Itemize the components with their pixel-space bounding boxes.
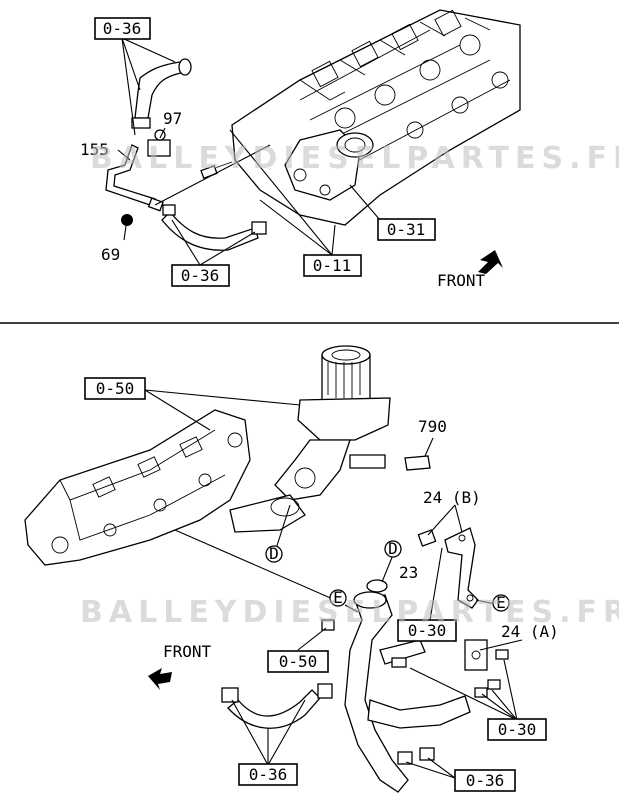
label-ref-011: 0-11 bbox=[303, 254, 362, 277]
svg-text:FRONT: FRONT bbox=[163, 642, 212, 661]
plug-790 bbox=[404, 455, 431, 471]
circle-d-2: D bbox=[384, 539, 402, 558]
circle-d-1: D bbox=[265, 544, 283, 563]
label-part-24a: 24 (A) bbox=[501, 622, 559, 641]
svg-text:0-50: 0-50 bbox=[279, 652, 318, 671]
label-ref-036-a: 0-36 bbox=[94, 17, 151, 40]
lower-water-pipe bbox=[344, 591, 488, 793]
bolt-97 bbox=[147, 129, 171, 157]
label-ref-031: 0-31 bbox=[377, 218, 436, 241]
bolts-bottom bbox=[321, 619, 509, 698]
egr-cooler bbox=[24, 409, 251, 566]
circle-e-1: E bbox=[329, 588, 347, 607]
o-ring-23 bbox=[366, 579, 388, 593]
watermark-bottom: BALLEYDIESELPARTES.FR bbox=[80, 595, 619, 630]
svg-text:E: E bbox=[496, 593, 506, 612]
svg-text:0-36: 0-36 bbox=[103, 19, 142, 38]
label-part-24b: 24 (B) bbox=[423, 488, 481, 507]
svg-text:0-36: 0-36 bbox=[466, 771, 505, 790]
label-part-790: 790 bbox=[418, 417, 447, 436]
svg-text:FRONT: FRONT bbox=[437, 271, 486, 290]
arrow-icon bbox=[478, 250, 503, 274]
label-ref-036-b: 0-36 bbox=[171, 264, 230, 287]
svg-text:0-50: 0-50 bbox=[96, 379, 135, 398]
label-ref-036-c: 0-36 bbox=[238, 763, 298, 786]
label-part-155: 155 bbox=[80, 140, 109, 159]
bracket-24b bbox=[417, 527, 479, 609]
svg-text:0-30: 0-30 bbox=[408, 621, 447, 640]
svg-text:0-36: 0-36 bbox=[181, 266, 220, 285]
svg-text:D: D bbox=[388, 539, 398, 558]
upper-hose bbox=[131, 58, 192, 129]
lower-hose bbox=[161, 204, 267, 251]
clamp-69 bbox=[121, 214, 133, 226]
water-outlet bbox=[284, 129, 374, 201]
label-ref-030-a: 0-30 bbox=[397, 619, 457, 642]
clamps-bottom bbox=[397, 747, 435, 765]
svg-text:E: E bbox=[333, 588, 343, 607]
svg-text:D: D bbox=[269, 544, 279, 563]
front-arrow-bottom: FRONT bbox=[148, 642, 212, 690]
cylinder-head bbox=[231, 9, 521, 226]
oil-cooler-assembly bbox=[229, 345, 391, 533]
watermark-top: BALLEYDIESELPARTES.FR bbox=[90, 141, 619, 176]
label-ref-050-a: 0-50 bbox=[84, 377, 146, 400]
arrow-icon bbox=[148, 668, 172, 690]
label-ref-050-b: 0-50 bbox=[267, 650, 329, 673]
label-ref-036-d: 0-36 bbox=[454, 769, 516, 792]
circle-e-2: E bbox=[492, 593, 510, 612]
small-hose bbox=[221, 683, 333, 729]
label-part-97: 97 bbox=[163, 109, 182, 128]
svg-text:0-31: 0-31 bbox=[387, 220, 426, 239]
bolt-head bbox=[200, 161, 233, 179]
label-ref-030-b: 0-30 bbox=[487, 718, 547, 741]
svg-text:0-11: 0-11 bbox=[313, 256, 352, 275]
label-part-23: 23 bbox=[399, 563, 418, 582]
svg-text:0-36: 0-36 bbox=[249, 765, 288, 784]
top-leader-lines bbox=[117, 37, 381, 266]
front-arrow-top: FRONT bbox=[437, 250, 503, 290]
label-part-69: 69 bbox=[101, 245, 120, 264]
svg-text:0-30: 0-30 bbox=[498, 720, 537, 739]
